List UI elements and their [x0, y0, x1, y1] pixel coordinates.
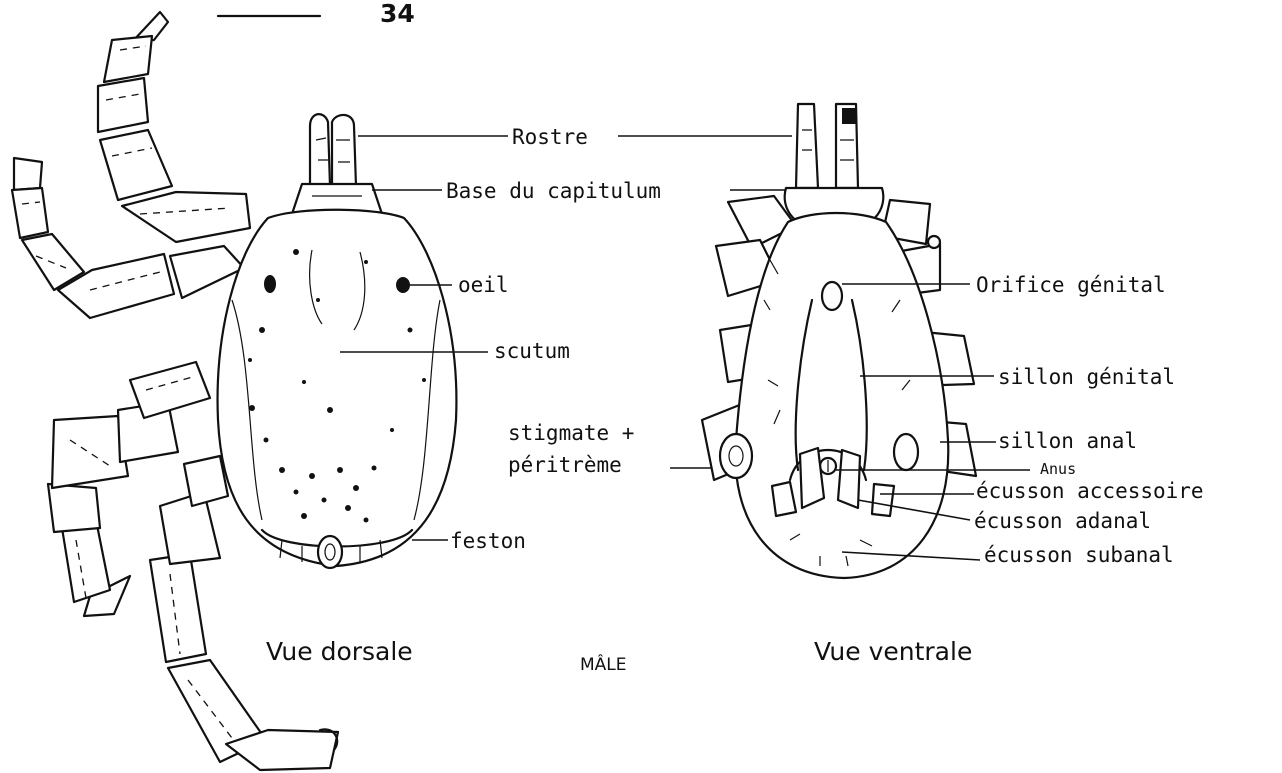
- adanal-plate-right: [838, 450, 860, 508]
- label-scutum: scutum: [494, 339, 570, 363]
- caption-vue-dorsale: Vue dorsale: [266, 637, 413, 666]
- page-number: 34: [380, 0, 415, 28]
- label-oeil: oeil: [458, 273, 509, 297]
- label-feston: feston: [450, 529, 526, 553]
- label-rostre: Rostre: [512, 125, 588, 149]
- dorsal-labels: Rostre Base du capitulum oeil scutum sti…: [446, 125, 661, 553]
- label-ecusson-adanal: écusson adanal: [974, 509, 1151, 533]
- dorsal-leg-1: [98, 12, 250, 242]
- page-header: 34: [218, 0, 415, 28]
- label-anus: Anus: [1040, 460, 1076, 478]
- dorsal-scutum: [218, 210, 457, 566]
- label-sillon-genital: sillon génital: [998, 365, 1175, 389]
- label-stigmate: stigmate +: [508, 421, 634, 445]
- label-peritreme: péritrème: [508, 453, 622, 477]
- ventral-view-drawing: [702, 104, 1030, 578]
- dorsal-capitulum: [292, 114, 382, 214]
- stigmata: [720, 434, 752, 478]
- accessory-plate-right: [872, 484, 894, 516]
- label-base-capitulum: Base du capitulum: [446, 179, 661, 203]
- captions: Vue dorsale MÂLE Vue ventrale: [266, 637, 972, 675]
- label-sillon-anal: sillon anal: [998, 429, 1137, 453]
- ventral-labels: Orifice génital sillon génital sillon an…: [974, 273, 1204, 567]
- caption-male: MÂLE: [580, 653, 627, 675]
- label-ecusson-subanal: écusson subanal: [984, 543, 1174, 567]
- label-orifice-genital: Orifice génital: [976, 273, 1166, 297]
- caption-vue-ventrale: Vue ventrale: [814, 637, 972, 666]
- genital-orifice: [822, 282, 842, 310]
- label-ecusson-accessoire: écusson accessoire: [976, 479, 1204, 503]
